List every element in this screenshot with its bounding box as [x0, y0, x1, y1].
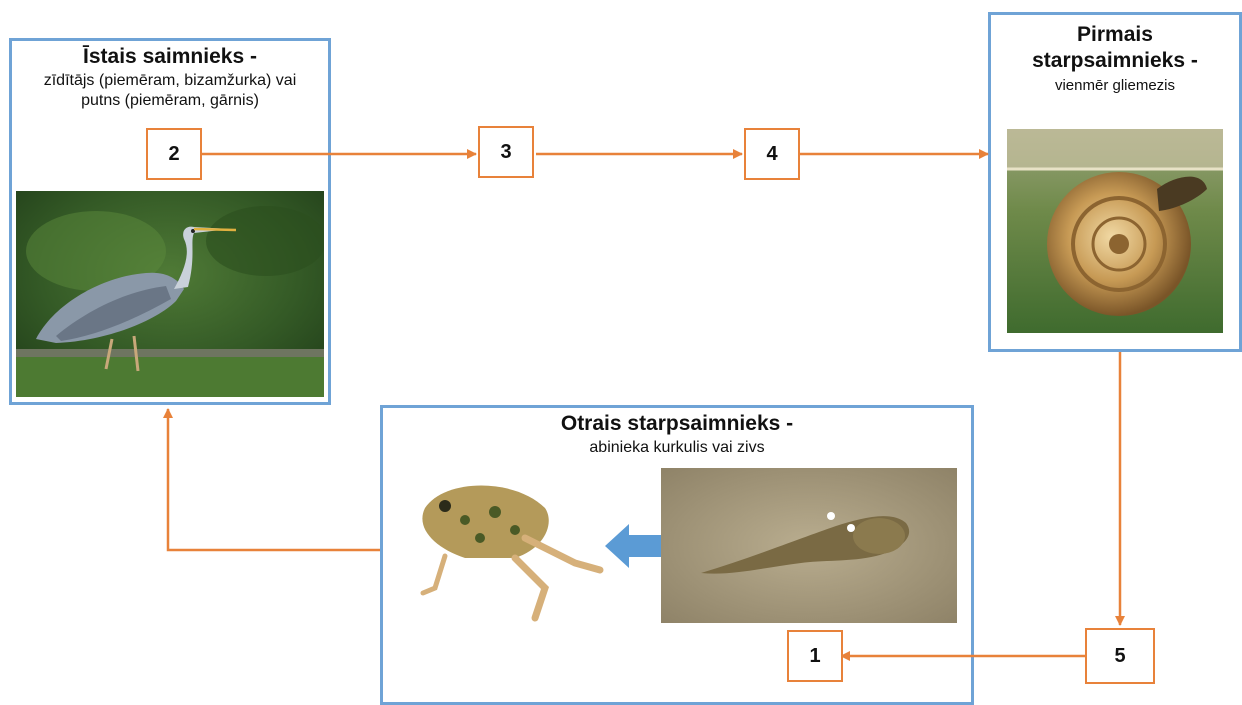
stage-3: 3 — [478, 126, 534, 178]
arrow-second-host-to-definitive — [168, 409, 380, 550]
stage-2: 2 — [146, 128, 202, 180]
stage-4: 4 — [744, 128, 800, 180]
stage-1: 1 — [787, 630, 843, 682]
stage-5: 5 — [1085, 628, 1155, 684]
